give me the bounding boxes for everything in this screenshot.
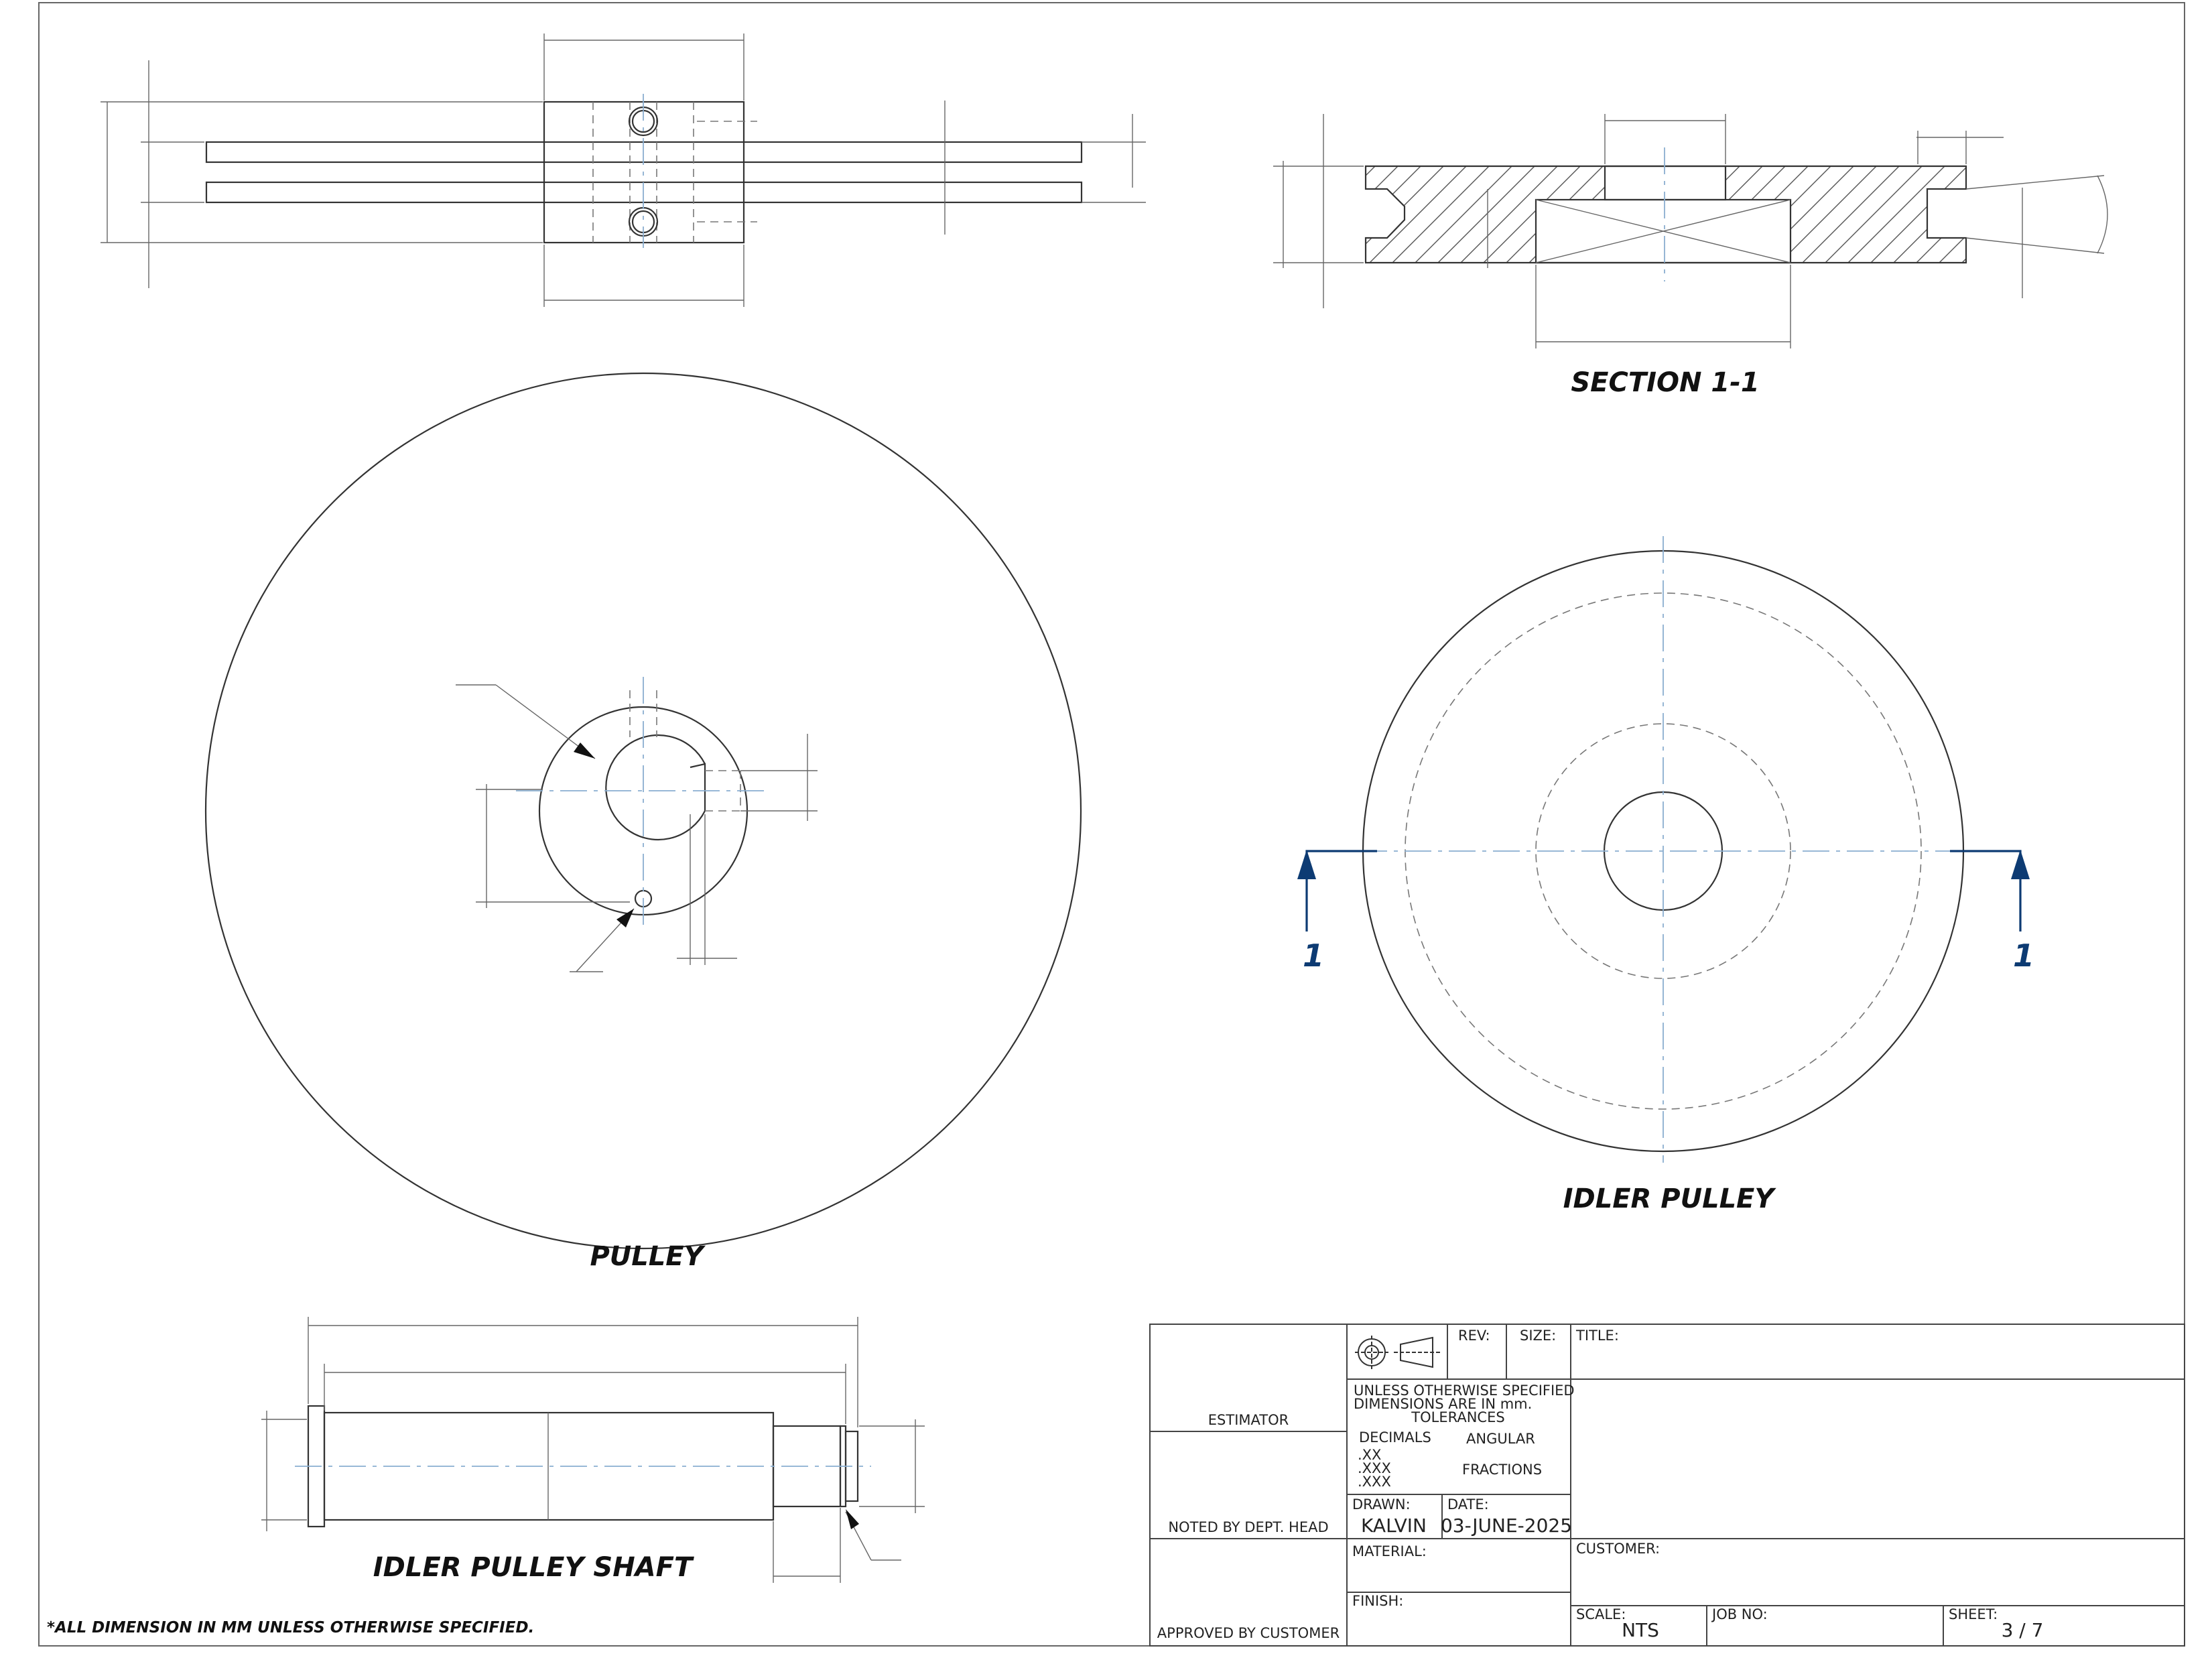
section-hatch-line [1774, 166, 1882, 263]
estimator-label: ESTIMATOR [1208, 1412, 1289, 1428]
customer-label: CUSTOMER: [1576, 1541, 1660, 1557]
section-hatch-line [1865, 166, 1966, 263]
scale-value: NTS [1622, 1619, 1659, 1641]
title-block [1149, 1324, 2185, 1647]
section-hatch-line [1366, 166, 1404, 263]
decimal-xx: .XX [1358, 1447, 1381, 1463]
idler-pulley-view [1297, 536, 2030, 1163]
section-hatch-line [2048, 161, 2155, 268]
idler-pulley-title: IDLER PULLEY [1563, 1183, 1777, 1214]
section-hatch-line [1366, 166, 1381, 263]
footnote: *ALL DIMENSION IN MM UNLESS OTHERWISE SP… [47, 1619, 534, 1636]
tolerances-label: TOLERANCES [1411, 1409, 1504, 1425]
section-hatch-line [1956, 166, 1966, 263]
sheet-value: 3 / 7 [2002, 1619, 2044, 1641]
drawn-value: KALVIN [1361, 1515, 1427, 1537]
rev-label: REV: [1458, 1328, 1490, 1344]
sheet-label: SHEET: [1949, 1606, 1998, 1622]
approved-by-label: APPROVED BY CUSTOMER [1157, 1625, 1340, 1641]
spec-line-1: UNLESS OTHERWISE SPECIFIED [1354, 1382, 1575, 1399]
pulley-front-view [204, 372, 1082, 1250]
fractions-label: FRACTIONS [1462, 1462, 1542, 1478]
section-hatch-line [1409, 166, 1518, 263]
drawn-label: DRAWN: [1352, 1496, 1411, 1513]
date-label: DATE: [1447, 1496, 1489, 1513]
section-hatch-line [1888, 166, 1966, 263]
decimal-xxx-1: .XXX [1358, 1460, 1391, 1476]
job-no-label: JOB NO: [1711, 1606, 1768, 1622]
title-label: TITLE: [1575, 1328, 1619, 1344]
section-hatch-line [1366, 166, 1472, 263]
sheet-border [38, 2, 2185, 1647]
pulley-title: PULLEY [590, 1241, 706, 1272]
finish-label: FINISH: [1352, 1593, 1403, 1609]
spec-line-2: DIMENSIONS ARE IN mm. [1354, 1396, 1532, 1412]
section-hatch-line [1432, 166, 1541, 263]
decimals-label: DECIMALS [1359, 1429, 1431, 1445]
section-marker-left: 1 [1303, 938, 1324, 974]
section-hatch-line [1797, 166, 1905, 263]
decimal-xxx-2: .XXX [1358, 1474, 1391, 1490]
section-hatch-line [1478, 166, 1586, 263]
section-hatch-line [1366, 166, 1449, 263]
section-hatch-line [1386, 166, 1495, 263]
projection-symbol-icon [1355, 1336, 1441, 1369]
scale-label: SCALE: [1576, 1606, 1626, 1622]
date-value: 03-JUNE-2025 [1441, 1515, 1572, 1537]
angular-label: ANGULAR [1466, 1431, 1535, 1447]
section-hatch-line [1933, 166, 1966, 263]
pulley-top-view [101, 34, 1146, 307]
section-hatch-line [1842, 166, 1951, 263]
size-label: SIZE: [1520, 1328, 1556, 1344]
section-hatch-line [1979, 161, 2087, 268]
noted-by-label: NOTED BY DEPT. HEAD [1168, 1519, 1328, 1535]
idler-shaft-title: IDLER PULLEY SHAFT [373, 1552, 694, 1583]
section-1-1-view [1273, 114, 2155, 348]
section-marker-right: 1 [2013, 938, 2034, 974]
section-hatch-line [1455, 166, 1563, 263]
section-hatch-line [1366, 166, 1427, 263]
section-hatch-line [2025, 161, 2132, 268]
section-title: SECTION 1-1 [1571, 367, 1759, 398]
idler-pulley-shaft-view [261, 1317, 925, 1583]
section-hatch-line [1819, 166, 1928, 263]
material-label: MATERIAL: [1352, 1543, 1427, 1559]
